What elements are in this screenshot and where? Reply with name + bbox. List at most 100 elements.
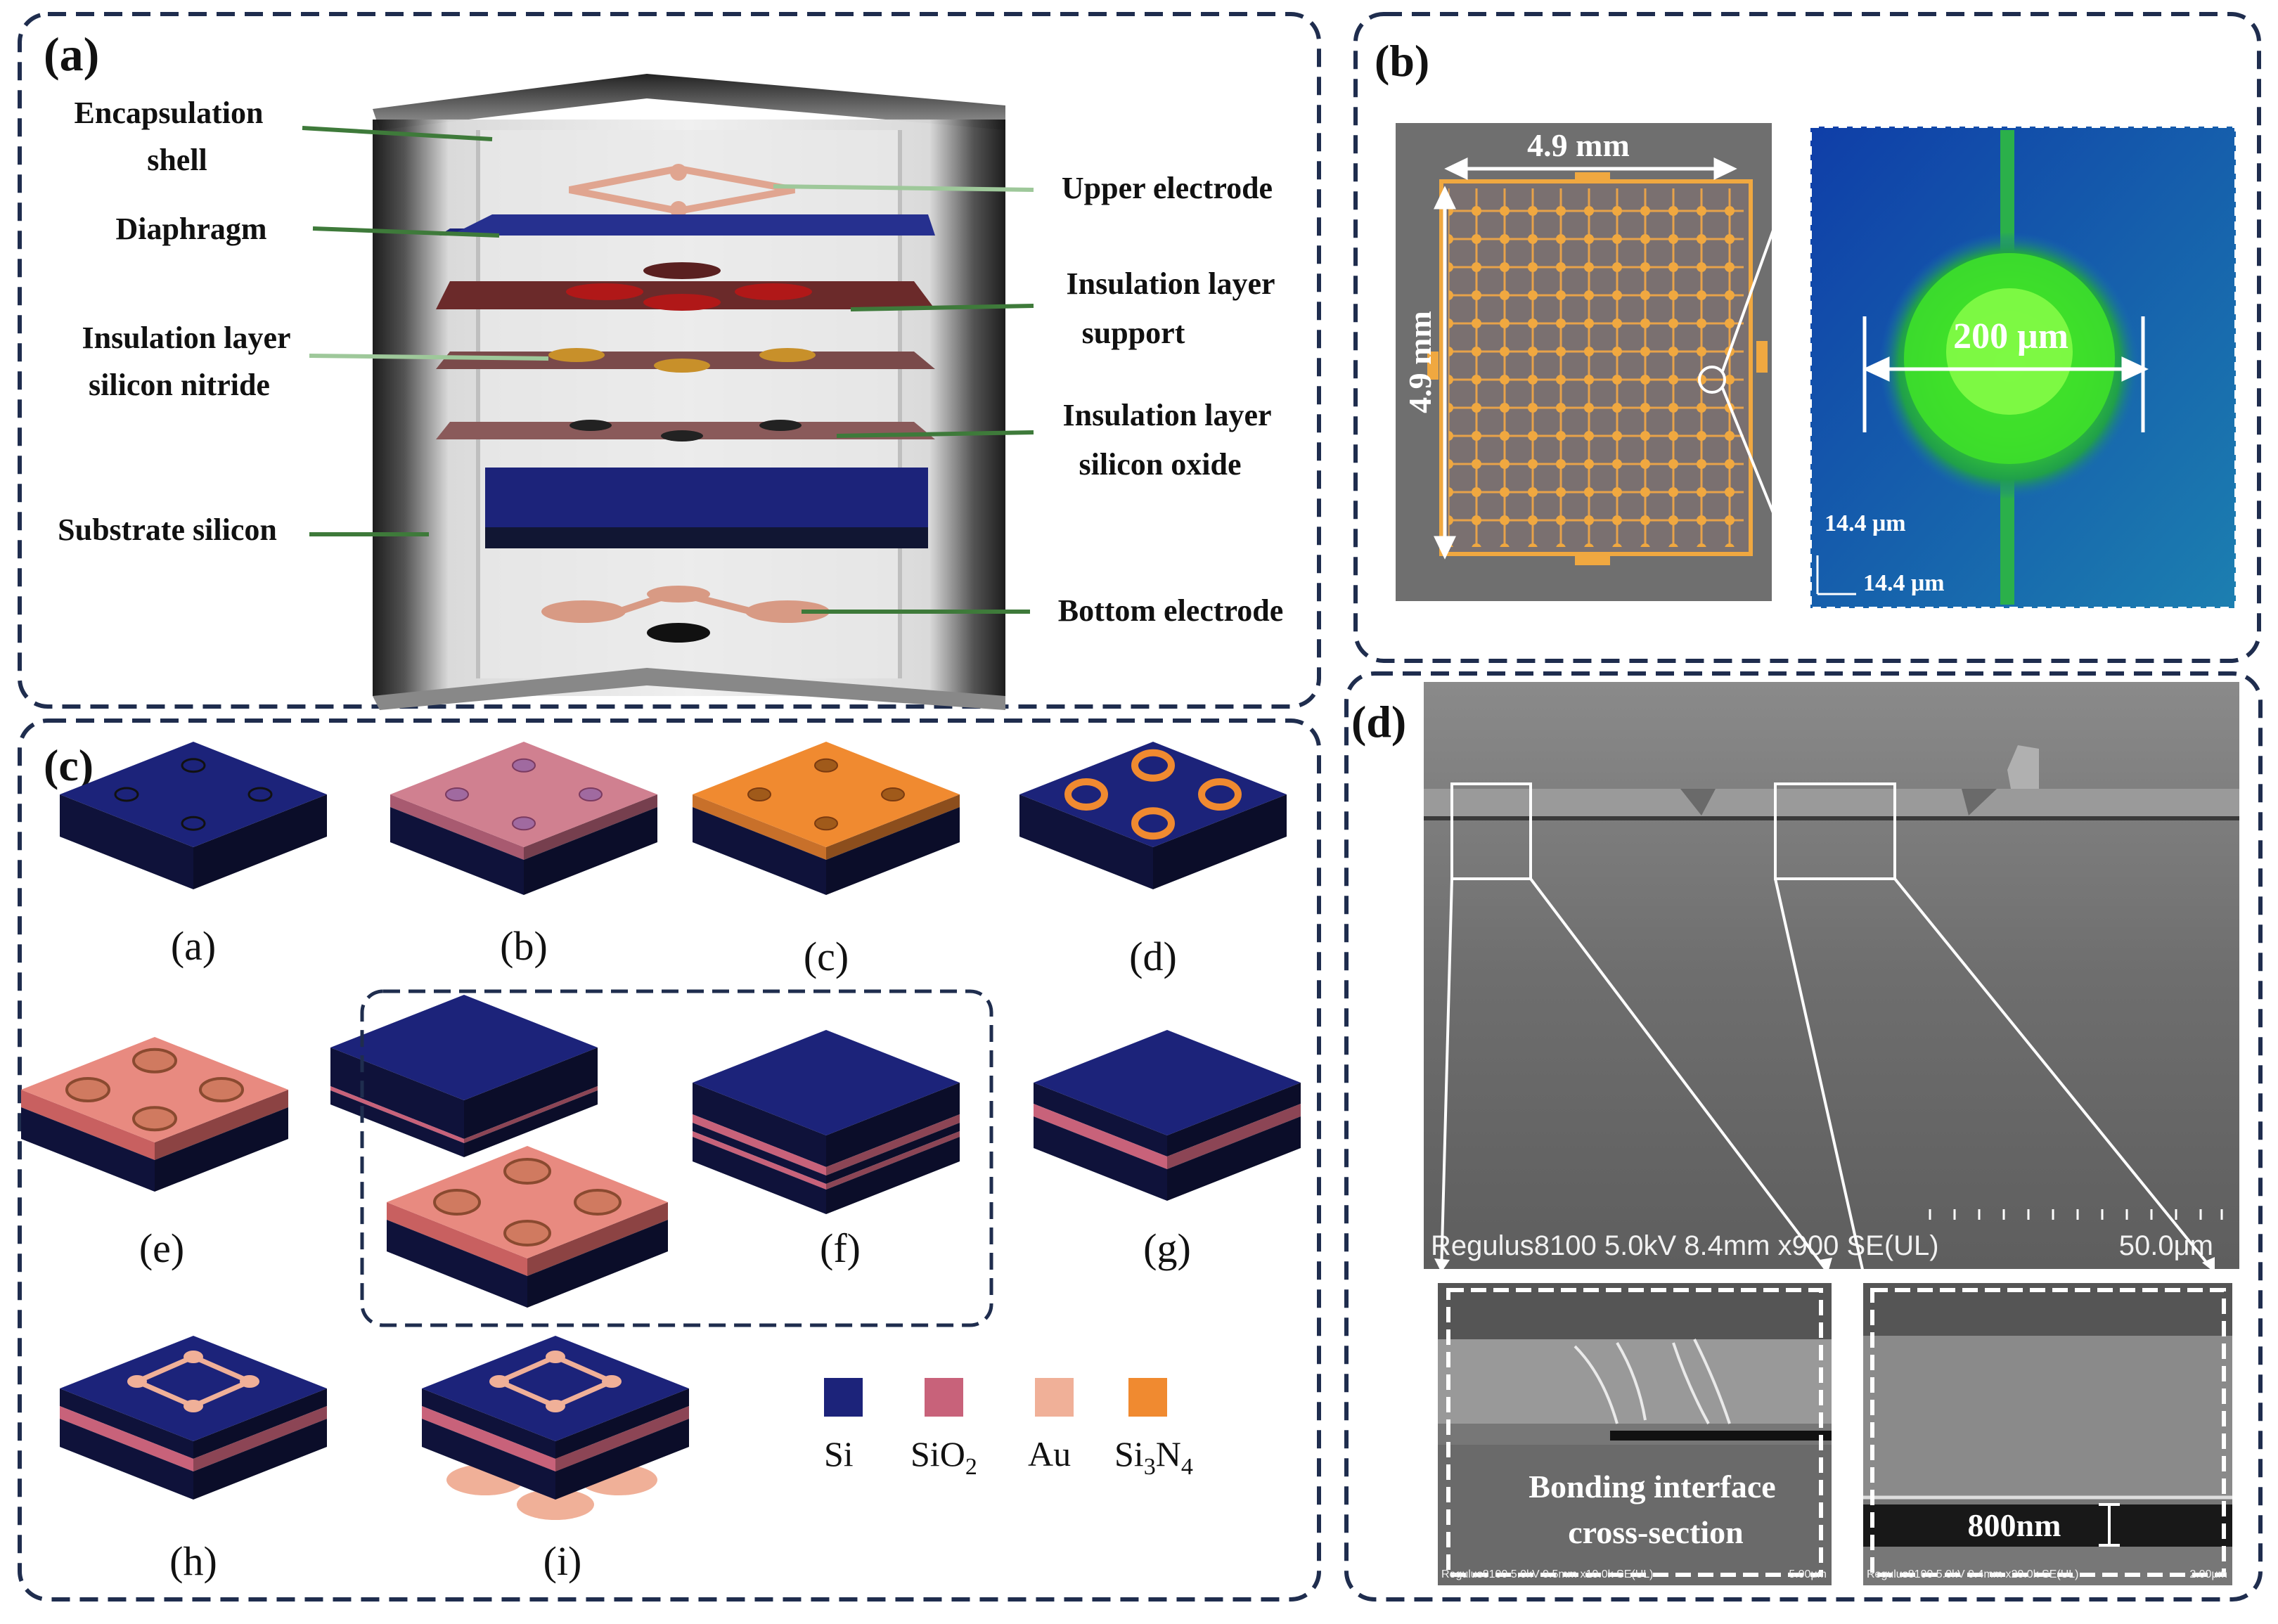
block-side-left [387,1202,527,1276]
block-side-right [464,1090,598,1157]
block-side-right [555,1419,689,1500]
electrode-pad [546,1400,565,1412]
block-side-left [21,1090,155,1160]
block-side-left [1034,1104,1167,1169]
block-side-left [693,1137,826,1214]
sem-inset-1: Bonding interface cross-section Regulus8… [1438,1283,1832,1585]
scale-y-label: 14.4 μm [1825,510,1906,536]
diameter-dim: 200 μm [1953,316,2068,356]
step-caption: (d) [1129,934,1177,979]
block-side-right [1167,1104,1301,1169]
legend-swatch-au [1035,1378,1074,1417]
step-caption: (e) [139,1225,184,1271]
label-diaphragm: Diaphragm [115,212,266,246]
block-side-left [387,1220,527,1308]
legend-label-si3n4: Si3N4 [1114,1434,1193,1480]
electrode-pad [489,1375,509,1388]
legend-swatch-si3n4 [1128,1378,1167,1417]
block-top [693,742,960,847]
block-side-right [193,1406,327,1471]
label-substrate: Substrate silicon [58,513,277,547]
inset1-scale: 5.00μm [1789,1568,1827,1580]
via-hole [114,787,139,802]
label-encapsulation-2: shell [147,143,207,177]
via-hole [814,758,838,773]
electrode-pad [602,1375,622,1388]
label-upper-electrode: Upper electrode [1062,171,1273,205]
via-hole [445,787,469,801]
block-top [1019,742,1287,847]
panel-d-tag: (d) [1351,697,1406,747]
block-side-right [1167,1083,1301,1156]
via-hole [1198,778,1242,811]
zoom-marker [1698,366,1726,394]
block-side-right [1153,794,1287,889]
via-hole [574,1189,622,1216]
block-side-right [826,1123,960,1184]
bonding-group-frame [360,989,993,1327]
panel-a-tag: (a) [44,27,99,81]
via-hole [814,816,838,831]
block-side-left [60,1388,193,1459]
block-side-left [390,794,524,860]
block-side-right [524,794,657,860]
via-hole [512,816,536,831]
label-ins-sin-1: Insulation layer [82,321,290,355]
step-caption: (g) [1143,1225,1191,1271]
block-side-left [693,1123,826,1184]
device-exploded-view [373,74,1005,710]
step-caption: (b) [500,923,548,969]
label-ins-oxide-2: silicon oxide [1079,447,1241,482]
sem-scale: 50.0μm [2119,1230,2213,1261]
legend-swatch-si [824,1378,863,1417]
block-side-left [693,794,826,860]
panel-c-tag: (c) [44,740,94,790]
via-hole [65,1077,110,1102]
panel-a-leaders [302,126,1034,614]
bottom-electrode [541,586,830,643]
sem-inset-2: 800nm Regulus8100 5.0kV 9.4mm x20.0k SE(… [1863,1283,2232,1585]
block-side-right [826,794,960,860]
step-f-bonded-block [693,1030,960,1214]
block-side-left [422,1388,555,1459]
panel-c-frame [18,718,1321,1602]
microscope-view: 200 μm 14.4 μm 14.4 μm [1809,125,2237,610]
sem-info: Regulus8100 5.0kV 8.4mm x900 SE(UL) [1431,1230,1939,1261]
step-caption: (f) [820,1225,861,1271]
block-top [330,995,598,1100]
scale-x-label: 14.4 μm [1863,570,1945,596]
legend-label-au: Au [1028,1434,1071,1474]
legend-label-sio2: SiO2 [910,1434,977,1480]
via-hole [132,1106,177,1132]
chip-width-dim: 4.9 mm [1527,127,1630,163]
via-hole [881,787,905,801]
label-encapsulation-1: Encapsulation [75,96,264,130]
electrode-pad [184,1400,203,1412]
step-a-block [60,742,327,889]
block-side-left [693,1114,826,1175]
step-caption: (i) [543,1538,582,1584]
via-hole [503,1220,551,1246]
block-side-right [555,1406,689,1471]
block-side-right [555,1388,689,1459]
block-side-right [155,1090,288,1160]
block-top [387,1146,668,1258]
block-side-left [21,1107,155,1192]
via-hole [579,787,603,801]
label-ins-support-2: support [1082,316,1185,350]
block-side-right [193,794,327,889]
block-top [422,1336,689,1441]
via-hole [503,1158,551,1185]
inset1-caption-2: cross-section [1568,1514,1744,1550]
electrode-pad [546,1351,565,1363]
chip-height-dim: 4.9 mm [1402,311,1438,413]
block-side-left [1034,1116,1167,1201]
electrode-pad [240,1375,259,1388]
block-side-right [826,1083,960,1167]
electrode-pad [184,1351,203,1363]
step-b-block [390,742,657,895]
block-side-left [693,1083,826,1167]
inset1-info: Regulus8100 5.0kV 9.5mm x10.0k SE(UL) [1441,1568,1653,1580]
step-f-bottom-block [387,1146,668,1308]
